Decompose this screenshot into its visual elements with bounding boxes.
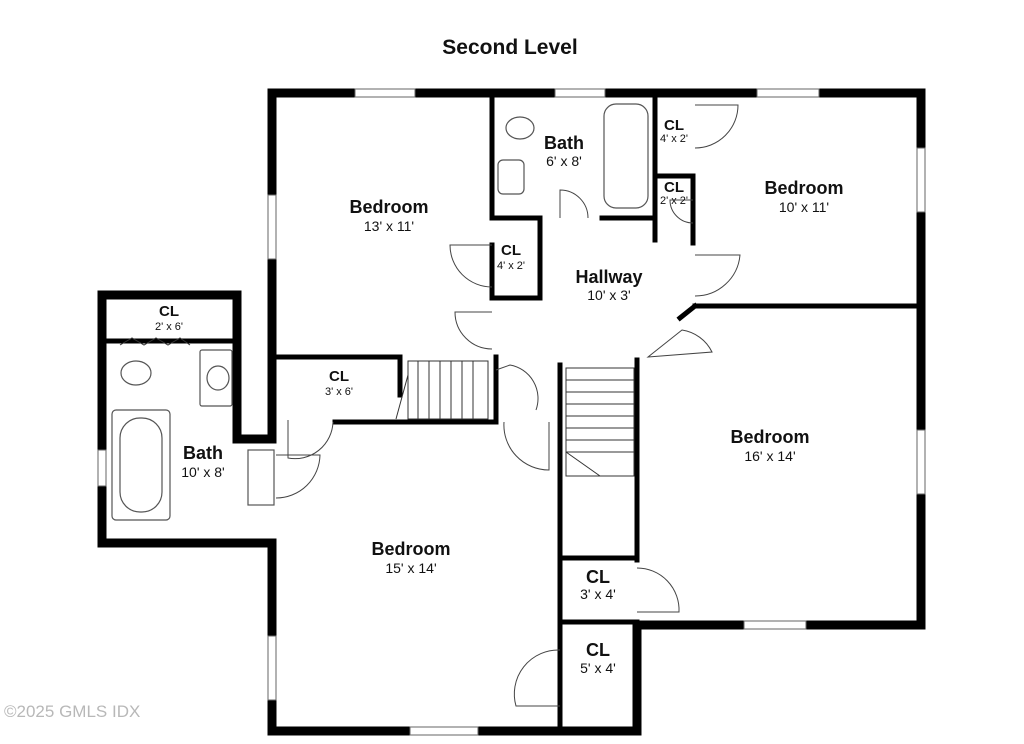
fixtures (111, 103, 649, 521)
plan-title: Second Level (442, 36, 577, 59)
room-name-bedroom-right: Bedroom (730, 427, 809, 447)
room-name-closet-bottom-b: CL (586, 640, 610, 660)
room-dim-bath-top: 6' x 8' (546, 153, 582, 169)
room-name-closet-left-top: CL (159, 303, 179, 320)
stairs (395, 360, 635, 477)
room-name-bedroom-bottom: Bedroom (371, 539, 450, 559)
exterior-walls (97, 88, 926, 736)
bathtub-top (603, 103, 649, 209)
toilet-top (505, 116, 535, 140)
room-dim-bath-left: 10' x 8' (181, 464, 224, 480)
toilet-left (120, 360, 152, 386)
room-dim-closet-mid-left: 3' x 6' (325, 386, 353, 398)
room-labels: Bedroom 13' x 11' Bath 6' x 8' CL 4' x 2… (155, 117, 844, 676)
room-name-bath-top: Bath (544, 133, 584, 153)
sink-top (497, 159, 525, 195)
room-name-hallway: Hallway (575, 267, 642, 287)
room-dim-bedroom-top-left: 13' x 11' (364, 218, 414, 234)
room-dim-closet-bottom-b: 5' x 4' (580, 660, 616, 676)
room-name-bath-left: Bath (183, 443, 223, 463)
copyright-text: ©2025 GMLS IDX (4, 702, 140, 721)
windows (97, 88, 926, 736)
room-name-closet-mid-left: CL (329, 368, 349, 385)
room-dim-hallway: 10' x 3' (587, 287, 630, 303)
room-dim-closet-top-right-a: 4' x 2' (660, 133, 688, 145)
room-dim-closet-hall: 4' x 2' (497, 260, 525, 272)
room-dim-closet-top-right-b: 2' x 2' (660, 195, 688, 207)
room-name-closet-top-right-b: CL (664, 179, 684, 196)
room-dim-bedroom-bottom: 15' x 14' (385, 560, 436, 576)
doors (275, 104, 741, 707)
room-name-closet-hall: CL (501, 242, 521, 259)
room-dim-closet-bottom-a: 3' x 4' (580, 586, 616, 602)
room-name-closet-top-right-a: CL (664, 117, 684, 134)
interior-walls (103, 90, 920, 734)
room-dim-closet-left-top: 2' x 6' (155, 321, 183, 333)
room-name-bedroom-top-left: Bedroom (349, 197, 428, 217)
shelf-left (247, 449, 275, 506)
room-name-bedroom-top-right: Bedroom (764, 178, 843, 198)
room-dim-bedroom-top-right: 10' x 11' (779, 199, 829, 215)
room-name-closet-bottom-a: CL (586, 567, 610, 587)
room-dim-bedroom-right: 16' x 14' (744, 448, 795, 464)
